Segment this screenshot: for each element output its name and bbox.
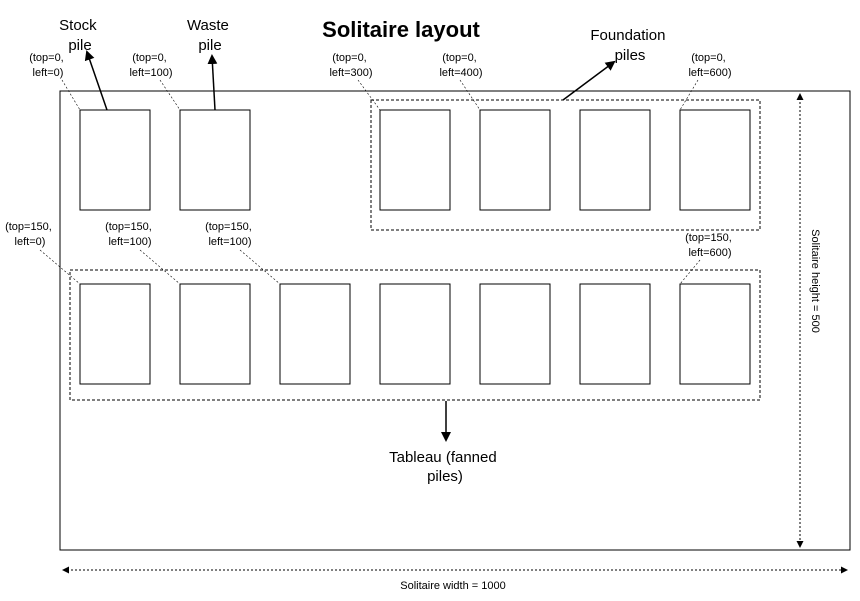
tableau-group	[69, 269, 761, 401]
leader-tableau-3	[239, 249, 281, 285]
leader-tableau-1	[39, 249, 81, 285]
coord-tableau-2: (top=150, left=100)	[105, 221, 155, 248]
stock-label-arrow	[84, 50, 108, 111]
leader-tableau-2	[139, 249, 181, 285]
height-dimension-label: Solitaire height = 500	[809, 229, 821, 333]
tableau-card	[679, 283, 751, 385]
coord-foundation-1: (top=0, left=300)	[329, 52, 372, 79]
foundation-card	[479, 109, 551, 211]
tableau-card	[279, 283, 351, 385]
leader-stock	[61, 79, 81, 111]
tableau-card	[179, 283, 251, 385]
leader-tableau-7	[679, 259, 701, 285]
tableau-card	[579, 283, 651, 385]
tableau-piles-label: Tableau (fanned piles)	[389, 449, 501, 485]
coord-tableau-1: (top=150, left=0)	[5, 221, 55, 248]
tableau-card	[379, 283, 451, 385]
waste-pile-card	[179, 109, 251, 211]
diagram-title: Solitaire layout	[322, 17, 480, 42]
tableau-card	[79, 283, 151, 385]
coord-tableau-3: (top=150, left=100)	[205, 221, 255, 248]
coord-waste: (top=0, left=100)	[129, 52, 172, 79]
foundation-card	[579, 109, 651, 211]
leader-foundation-4	[679, 79, 699, 111]
tableau-card	[479, 283, 551, 385]
coord-foundation-4: (top=0, left=600)	[688, 52, 731, 79]
foundation-label-arrow	[562, 60, 616, 101]
coord-foundation-2: (top=0, left=400)	[439, 52, 482, 79]
stock-pile-label: Stock pile	[59, 17, 101, 54]
waste-pile-label: Waste pile	[187, 17, 233, 54]
foundation-card	[679, 109, 751, 211]
width-dimension-label: Solitaire width = 1000	[400, 580, 505, 592]
foundation-card	[379, 109, 451, 211]
stock-pile-card	[79, 109, 151, 211]
foundation-group	[370, 99, 761, 231]
coord-stock: (top=0, left=0)	[29, 52, 67, 79]
foundation-piles-label: Foundation piles	[590, 27, 669, 64]
waste-label-arrow	[207, 54, 218, 111]
coord-tableau-7: (top=150, left=600)	[685, 232, 735, 259]
